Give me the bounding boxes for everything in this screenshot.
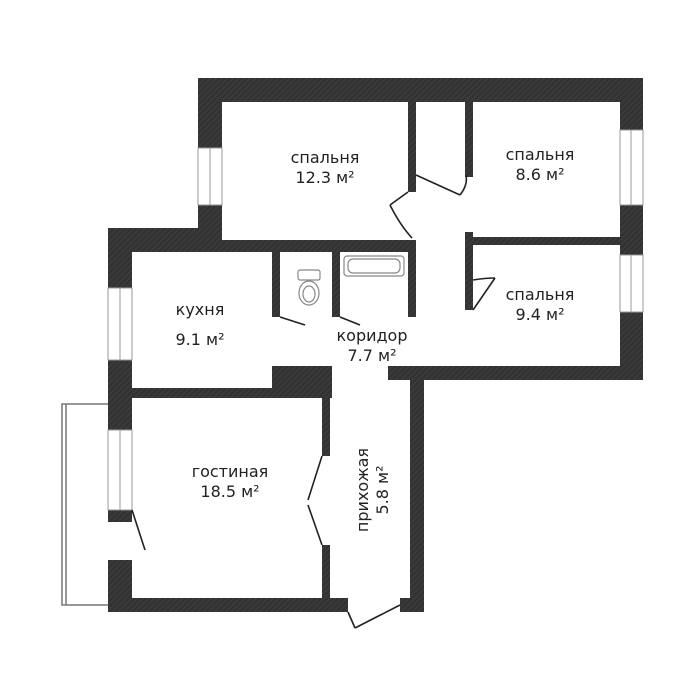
room-area: 8.6 м²: [515, 165, 565, 184]
room-name: гостиная: [191, 462, 269, 481]
windows: [107, 129, 644, 511]
room-area: 9.1 м²: [175, 330, 225, 349]
room-area: 5.8 м²: [373, 465, 392, 515]
doors: [131, 174, 496, 629]
balcony: [61, 403, 108, 606]
walls: [108, 78, 643, 612]
room-label-hallway: прихожая 5.8 м²: [353, 435, 393, 545]
room-label-living-room: гостиная 18.5 м²: [175, 462, 285, 502]
room-name: коридор: [336, 326, 408, 345]
room-label-bedroom-3: спальня 9.4 м²: [490, 285, 590, 325]
room-name: спальня: [290, 148, 360, 167]
room-area: 18.5 м²: [200, 482, 260, 501]
toilet: [297, 269, 321, 306]
room-name: спальня: [505, 145, 575, 164]
room-label-kitchen: кухня 9.1 м²: [150, 300, 250, 350]
room-area: 9.4 м²: [515, 305, 565, 324]
room-name: прихожая: [353, 447, 372, 533]
room-label-corridor: коридор 7.7 м²: [322, 326, 422, 366]
room-label-bedroom-2: спальня 8.6 м²: [490, 145, 590, 185]
room-name: кухня: [175, 300, 225, 319]
bathtub: [343, 255, 405, 277]
room-area: 12.3 м²: [295, 168, 355, 187]
room-area: 7.7 м²: [347, 346, 397, 365]
room-label-bedroom-1: спальня 12.3 м²: [270, 148, 380, 188]
room-name: спальня: [505, 285, 575, 304]
